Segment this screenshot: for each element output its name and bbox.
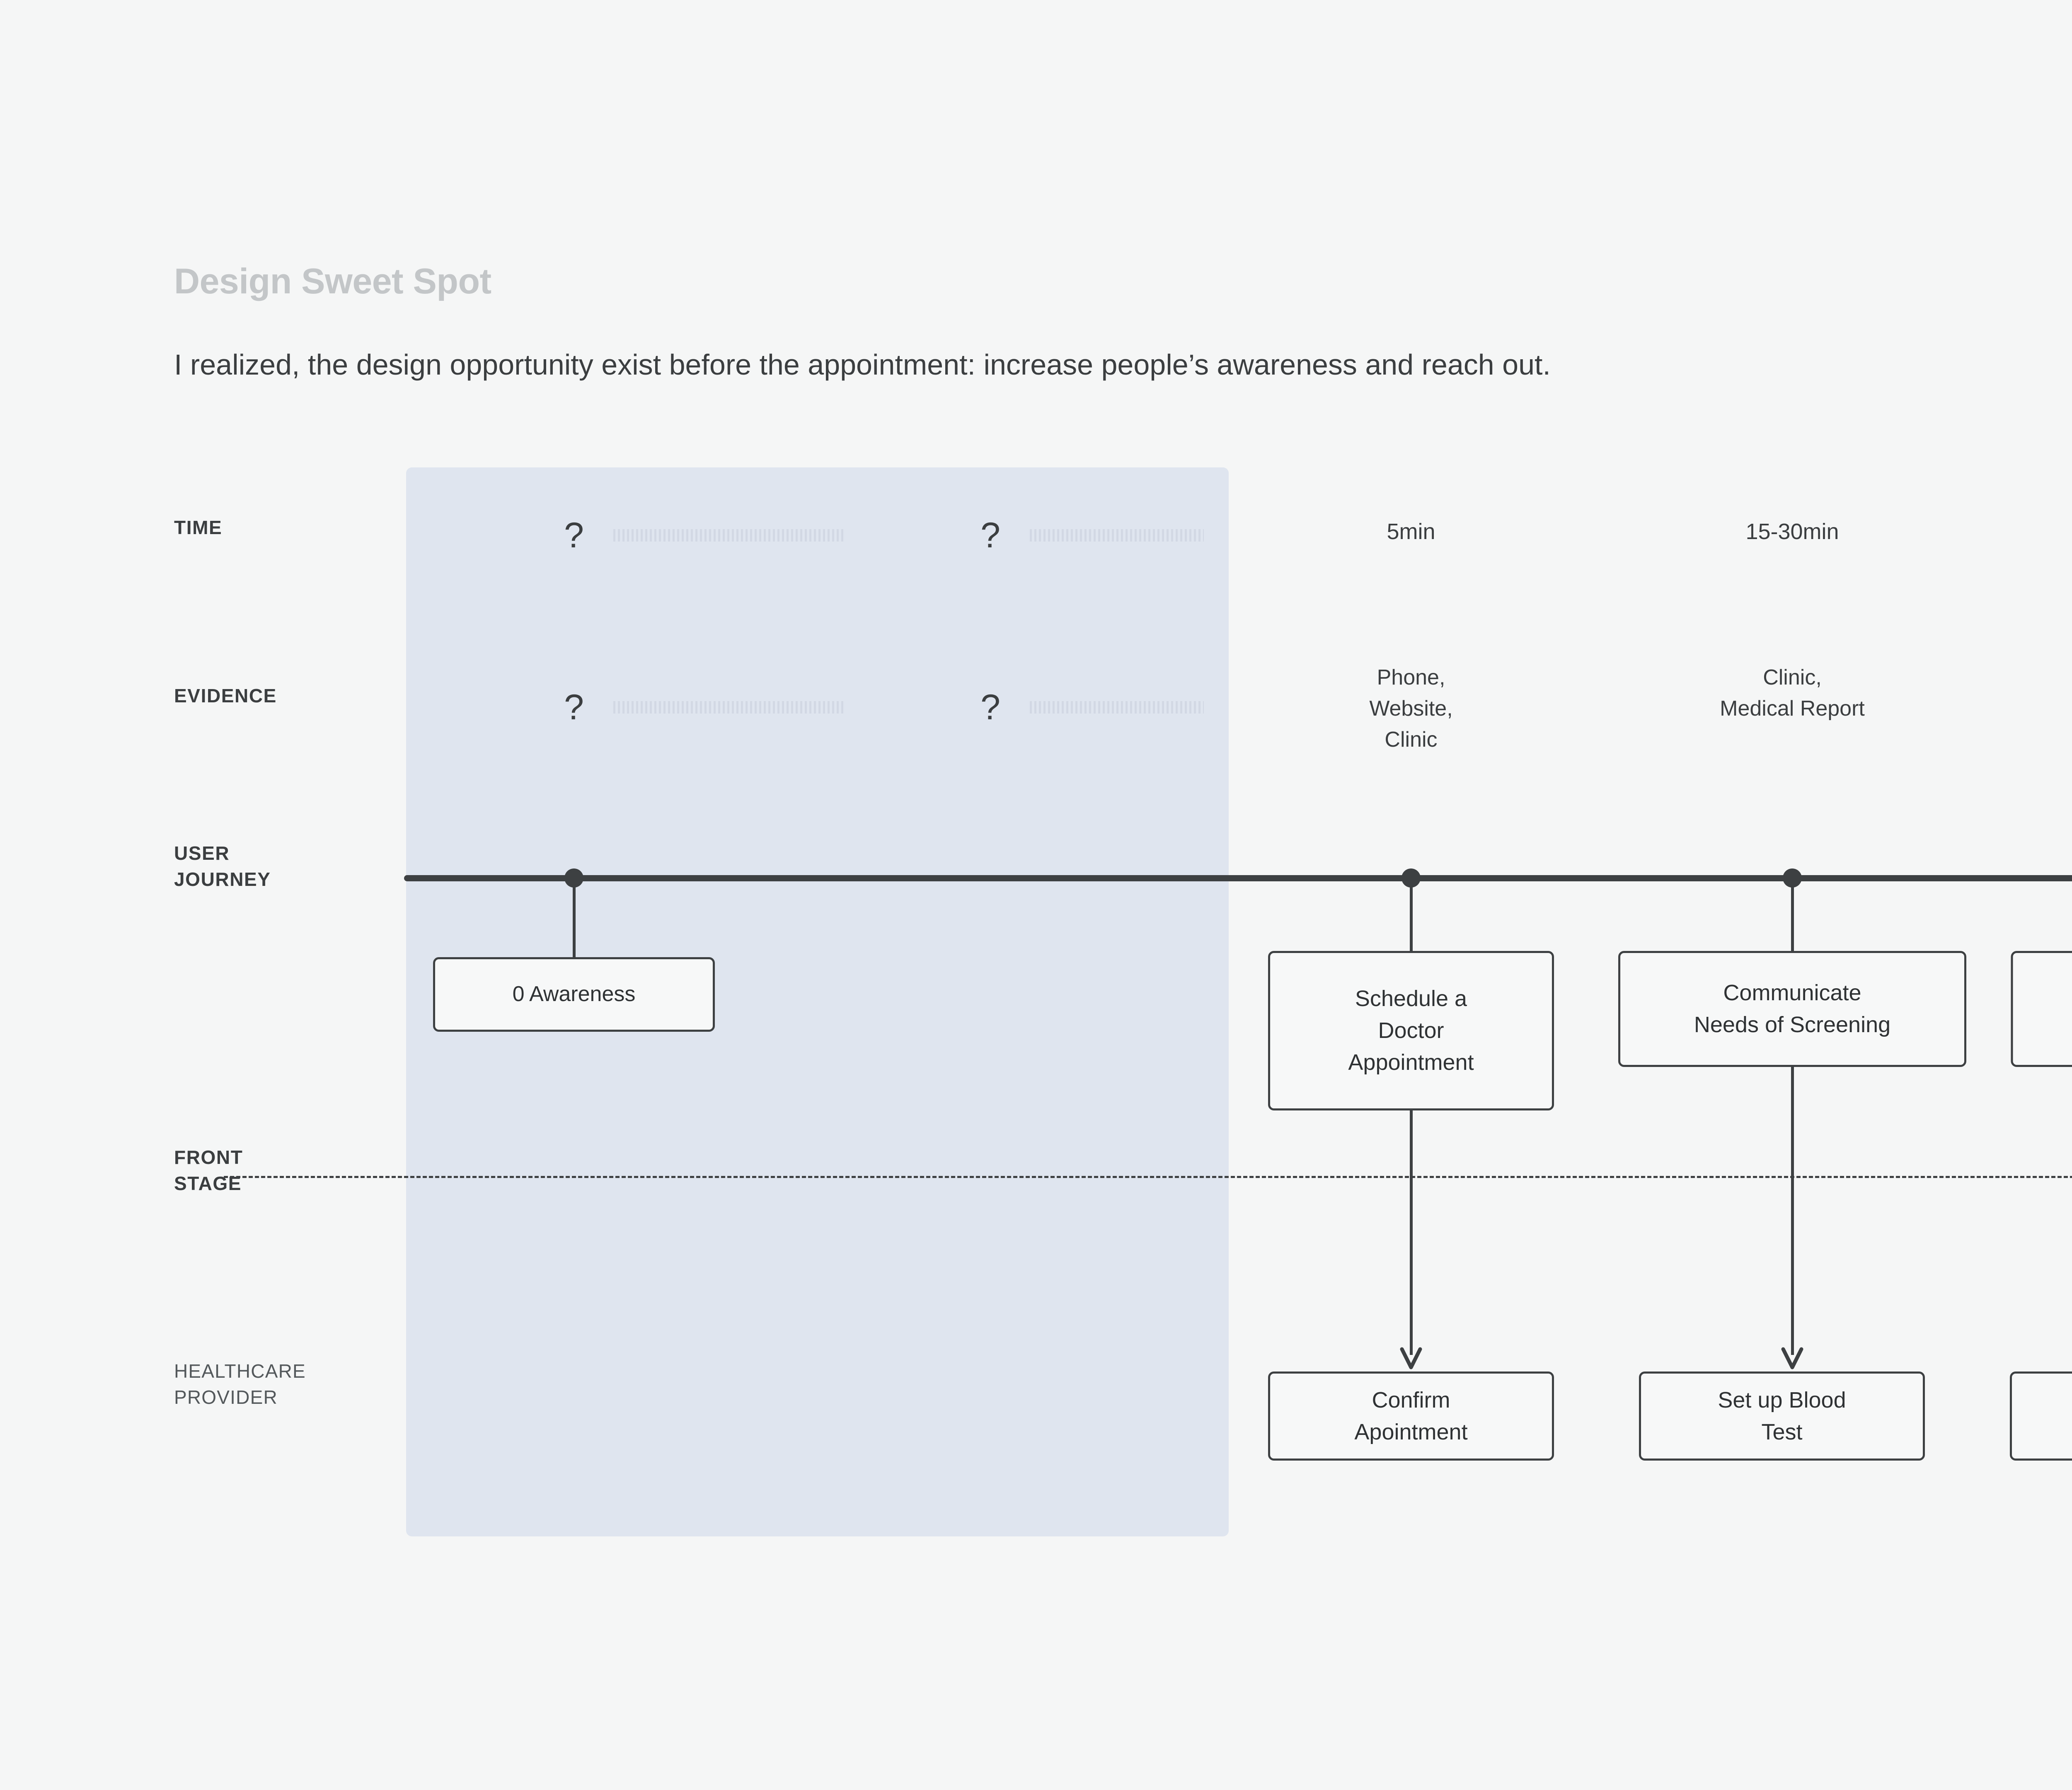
line-of-interaction-divider <box>224 1176 2072 1178</box>
connector-schedule-appointment <box>1409 883 1413 951</box>
journey-step-schedule-appointment[interactable]: Schedule a Doctor Appointment <box>1268 951 1554 1110</box>
unknown-evidence-marker-1: ? <box>564 687 584 727</box>
row-label-user-journey: USER JOURNEY <box>174 842 271 890</box>
journey-step-awareness[interactable]: 0 Awareness <box>433 957 715 1032</box>
row-label-time: TIME <box>174 517 223 538</box>
ghost-placeholder-line-3 <box>613 701 845 714</box>
evidence-value-communicate-needs: Clinic, Medical Report <box>1720 665 1865 721</box>
provider-step-analyzed-test-result[interactable]: Analyzed Test Result <box>2010 1372 2072 1461</box>
provider-step-set-up-blood-test[interactable]: Set up Blood Test <box>1639 1372 1925 1461</box>
unknown-time-marker-1: ? <box>564 515 584 555</box>
evidence-value-schedule-appointment: Phone, Website, Clinic <box>1369 665 1453 752</box>
page-subtitle: I realized, the design opportunity exist… <box>174 348 1551 381</box>
ghost-placeholder-line-4 <box>1030 701 1204 714</box>
row-label-evidence: EVIDENCE <box>174 685 277 706</box>
connector-down-schedule-appointment <box>1409 1110 1413 1355</box>
connector-awareness <box>572 883 576 957</box>
connector-down-communicate-needs <box>1791 1067 1794 1355</box>
unknown-evidence-marker-2: ? <box>980 687 1000 727</box>
journey-step-communicate-needs[interactable]: Communicate Needs of Screening <box>1618 951 1966 1067</box>
ghost-placeholder-line-2 <box>1030 529 1204 542</box>
row-label-healthcare-provider: HEALTHCARE PROVIDER <box>174 1360 306 1408</box>
connector-communicate-needs <box>1791 883 1794 951</box>
user-journey-timeline <box>404 875 2072 881</box>
time-value-schedule-appointment: 5min <box>1387 519 1435 544</box>
journey-step-required-test[interactable]: Required Test (blood,etc.) <box>2011 951 2072 1067</box>
unknown-time-marker-2: ? <box>980 515 1000 555</box>
time-value-communicate-needs: 15-30min <box>1745 519 1839 544</box>
page-title: Design Sweet Spot <box>174 261 491 301</box>
arrow-down-icon-communicate-needs <box>1780 1347 1805 1372</box>
arrow-down-icon-schedule-appointment <box>1399 1347 1423 1372</box>
provider-step-confirm-appointment[interactable]: Confirm Apointment <box>1268 1372 1554 1461</box>
ghost-placeholder-line-1 <box>613 529 845 542</box>
row-label-front-stage: FRONT STAGE <box>174 1147 243 1195</box>
